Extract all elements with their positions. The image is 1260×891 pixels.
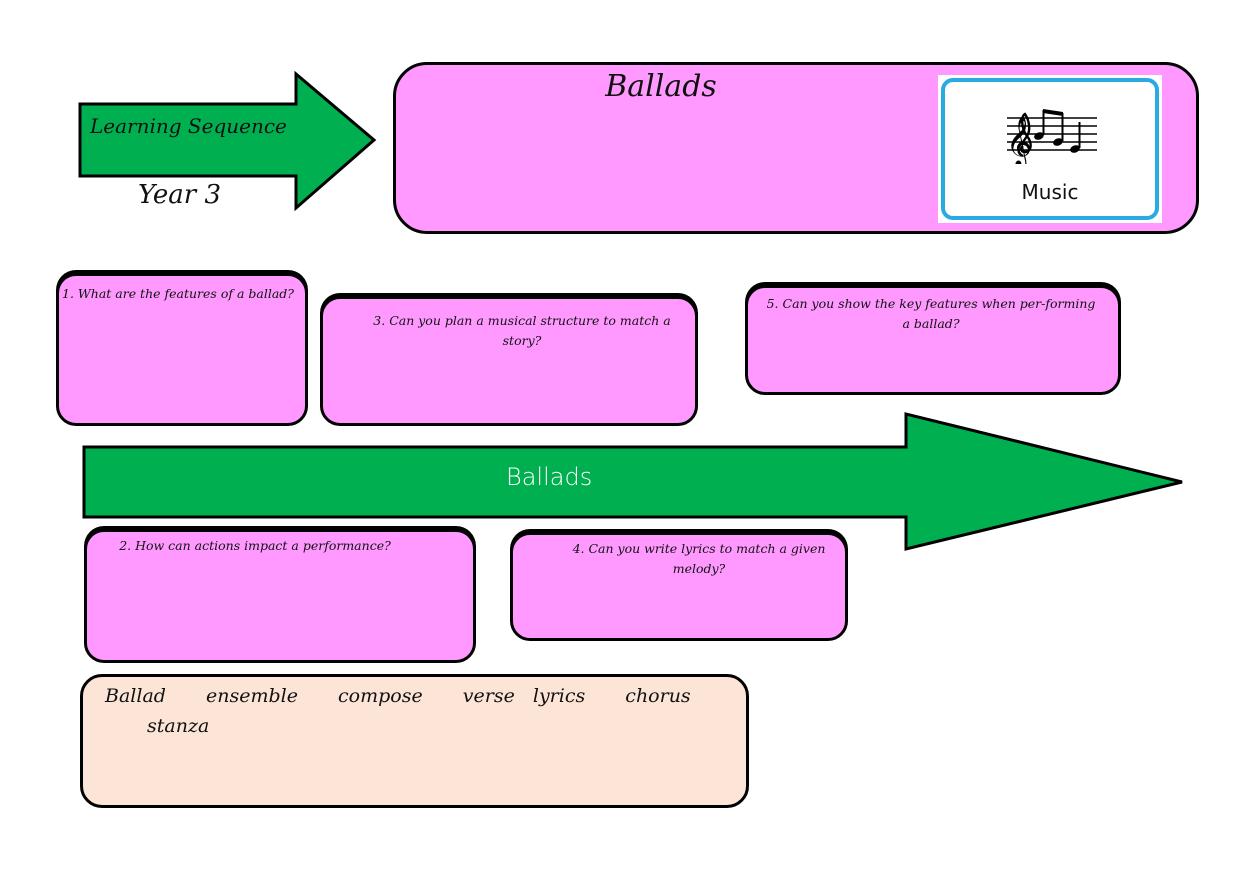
vocab-word: compose <box>338 685 423 707</box>
timeline-arrow <box>82 412 1183 551</box>
subject-card-music: 𝄞 Music <box>938 75 1162 223</box>
question-card-1: 1. What are the features of a ballad? <box>56 273 308 426</box>
question-text: 4. Can you write lyrics to match a given… <box>572 541 826 576</box>
question-text: 1. What are the features of a ballad? <box>62 286 294 301</box>
question-card-3: 3. Can you plan a musical structure to m… <box>320 296 698 426</box>
vocabulary-box: Ballad ensemble compose verse lyrics cho… <box>80 674 749 808</box>
subject-label: Music <box>1021 180 1079 204</box>
vocab-word: stanza <box>147 715 210 737</box>
vocab-word: lyrics <box>532 685 586 707</box>
vocab-word: Ballad <box>105 685 166 707</box>
vocab-word: chorus <box>625 685 691 707</box>
year-label: Year 3 <box>138 180 222 210</box>
subject-card-frame: 𝄞 Music <box>941 78 1159 220</box>
vocabulary-list: Ballad ensemble compose verse lyrics cho… <box>105 681 725 741</box>
question-text: 3. Can you plan a musical structure to m… <box>373 313 671 348</box>
topic-title: Ballads <box>605 69 717 104</box>
question-card-2: 2. How can actions impact a performance? <box>84 529 476 663</box>
vocab-word: ensemble <box>205 685 298 707</box>
learning-sequence-arrow <box>78 70 377 212</box>
timeline-label: Ballads <box>506 463 593 491</box>
question-text: 5. Can you show the key features when pe… <box>766 296 1096 331</box>
question-card-5: 5. Can you show the key features when pe… <box>745 285 1121 395</box>
question-card-4: 4. Can you write lyrics to match a given… <box>510 532 848 641</box>
question-text: 2. How can actions impact a performance? <box>119 538 391 553</box>
vocab-word: verse <box>462 685 515 707</box>
music-notes-icon: 𝄞 <box>1006 109 1097 164</box>
learning-sequence-label: Learning Sequence <box>90 114 287 138</box>
